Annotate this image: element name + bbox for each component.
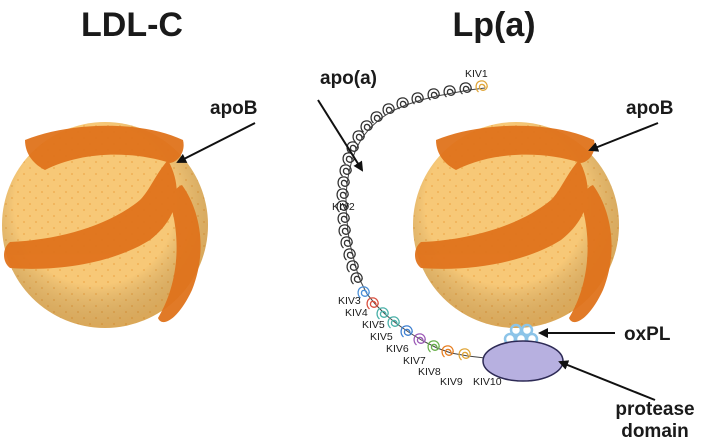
kiv2-label: KIV2 [332, 201, 355, 213]
kiv5b-label: KIV5 [370, 331, 393, 343]
kringle-domain [427, 340, 440, 353]
kringle-domain [413, 333, 426, 346]
kringle-domain [336, 200, 349, 213]
apoa-arrow [317, 99, 364, 172]
kiv9-label: KIV9 [440, 376, 463, 388]
annotation-arrows [176, 99, 659, 401]
lpa-apob-bands [415, 125, 612, 323]
ldl-particle [2, 122, 208, 328]
lpa-title: Lp(a) [452, 6, 535, 44]
kringle-domain [441, 345, 454, 358]
kiv10-label: KIV10 [473, 376, 502, 388]
apob-right-label: apoB [626, 98, 674, 119]
kringle-domain [339, 164, 352, 177]
kringle-domain [338, 224, 351, 237]
apob-left-label: apoB [210, 98, 258, 119]
kringle-domain [337, 212, 350, 225]
protease-label-line1: protease [615, 399, 694, 420]
kringle-domain [350, 272, 363, 285]
kringle-domain [427, 88, 440, 101]
protease-domain-shape [482, 340, 564, 382]
kringle-domain [357, 286, 370, 299]
kringle-domain [343, 248, 356, 261]
protease-label-line2: domain [621, 421, 689, 442]
kringle-domain [459, 82, 472, 95]
kringle-domain [342, 152, 355, 165]
apoa-chain [336, 80, 488, 361]
kringle-domain [443, 85, 456, 98]
kiv4-label: KIV4 [345, 307, 368, 319]
kringle-domain [346, 141, 359, 154]
kringle-domain [366, 297, 379, 310]
kiv5a-label: KIV5 [362, 319, 385, 331]
kringle-domain [396, 97, 409, 110]
protease-arrow [558, 360, 656, 401]
apob-right-arrow [588, 122, 659, 152]
kiv6-label: KIV6 [386, 343, 409, 355]
kringle-domain [360, 120, 373, 133]
oxpl-label: oxPL [624, 324, 671, 345]
kringle-domain [411, 92, 424, 105]
kringle-domain [376, 307, 389, 320]
kiv8-label: KIV8 [418, 366, 441, 378]
kringle-domain [337, 176, 350, 189]
kringle-domain [475, 80, 488, 93]
kringle-domain [352, 130, 365, 143]
apoa-label: apo(a) [320, 68, 377, 89]
apob-left-arrow [176, 122, 256, 163]
ldl-apob-bands [4, 125, 201, 323]
kringle-domain [346, 260, 359, 273]
lpa-particle [413, 122, 619, 328]
kringle-domain [370, 111, 383, 124]
kringle-domain [382, 103, 395, 116]
oxpl-molecule [503, 323, 539, 346]
kringle-domain [458, 348, 471, 361]
kringle-domain [336, 188, 349, 201]
kringle-domain [387, 316, 400, 329]
kiv3-label: KIV3 [338, 295, 361, 307]
kringle-domain [400, 325, 413, 338]
kringle-domain [340, 236, 353, 249]
kiv1-label: KIV1 [465, 68, 488, 80]
kiv7-label: KIV7 [403, 355, 426, 367]
ldl-c-title: LDL-C [81, 6, 183, 44]
